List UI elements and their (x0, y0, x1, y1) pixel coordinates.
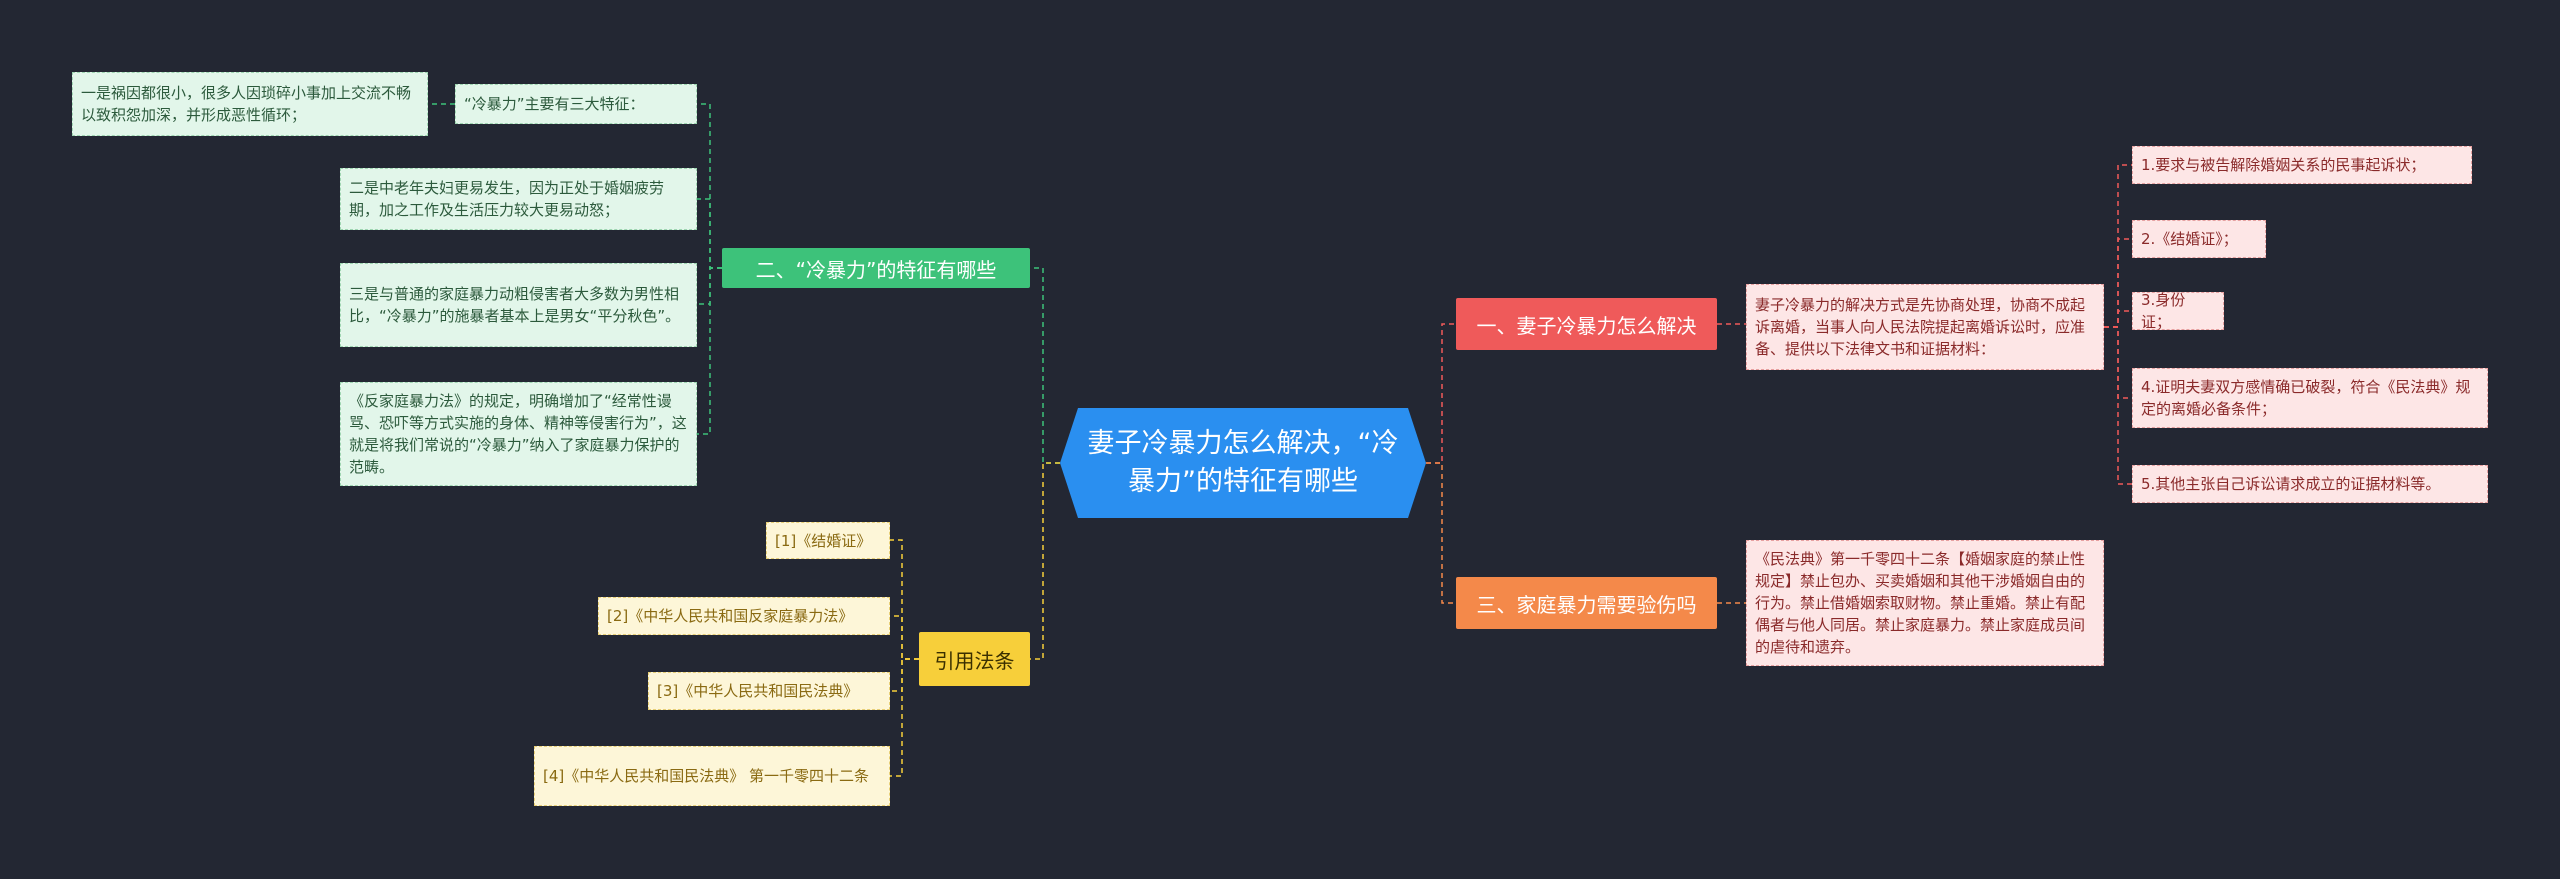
citation-item[interactable]: [3]《中华人民共和国民法典》 (648, 672, 890, 710)
solve-item[interactable]: 5.其他主张自己诉讼请求成立的证据材料等。 (2132, 465, 2488, 503)
branch-solve-label: 一、妻子冷暴力怎么解决 (1476, 313, 1697, 338)
features-sub-label[interactable]: “冷暴力”主要有三大特征： (455, 84, 697, 124)
feature-item[interactable]: 三是与普通的家庭暴力动粗侵害者大多数为男性相比，“冷暴力”的施暴者基本上是男女“… (340, 263, 697, 347)
injury-detail[interactable]: 《民法典》第一千零四十二条【婚姻家庭的禁止性规定】禁止包办、买卖婚姻和其他干涉婚… (1746, 540, 2104, 666)
branch-citations[interactable]: 引用法条 (919, 632, 1030, 686)
citation-item[interactable]: [4]《中华人民共和国民法典》 第一千零四十二条 (534, 746, 890, 806)
features-sub-detail[interactable]: 一是祸因都很小，很多人因琐碎小事加上交流不畅以致积怨加深，并形成恶性循环； (72, 72, 428, 136)
solve-item[interactable]: 4.证明夫妻双方感情确已破裂，符合《民法典》规定的离婚必备条件； (2132, 368, 2488, 428)
branch-solve[interactable]: 一、妻子冷暴力怎么解决 (1456, 298, 1717, 350)
solve-item[interactable]: 3.身份证； (2132, 291, 2224, 331)
solve-item[interactable]: 1.要求与被告解除婚姻关系的民事起诉状； (2132, 146, 2472, 184)
citation-item[interactable]: [2]《中华人民共和国反家庭暴力法》 (598, 597, 890, 635)
branch-features[interactable]: 二、“冷暴力”的特征有哪些 (722, 248, 1030, 288)
branch-injury-label: 三、家庭暴力需要验伤吗 (1476, 592, 1697, 617)
citation-item[interactable]: [1]《结婚证》 (766, 522, 890, 559)
solve-item[interactable]: 2.《结婚证》； (2132, 220, 2266, 258)
feature-item[interactable]: 二是中老年夫妇更易发生，因为正处于婚姻疲劳期，加之工作及生活压力较大更易动怒； (340, 168, 697, 230)
branch-citations-label: 引用法条 (934, 648, 1015, 673)
root-title: 妻子冷暴力怎么解决，“冷暴力”的特征有哪些 (1087, 428, 1399, 497)
feature-item[interactable]: 《反家庭暴力法》的规定，明确增加了“经常性谩骂、恐吓等方式实施的身体、精神等侵害… (340, 382, 697, 486)
solve-detail[interactable]: 妻子冷暴力的解决方式是先协商处理，协商不成起诉离婚，当事人向人民法院提起离婚诉讼… (1746, 284, 2104, 370)
branch-injury[interactable]: 三、家庭暴力需要验伤吗 (1456, 577, 1717, 629)
root-topic[interactable]: 妻子冷暴力怎么解决，“冷暴力”的特征有哪些 (1060, 408, 1426, 518)
branch-features-label: 二、“冷暴力”的特征有哪些 (755, 257, 997, 282)
